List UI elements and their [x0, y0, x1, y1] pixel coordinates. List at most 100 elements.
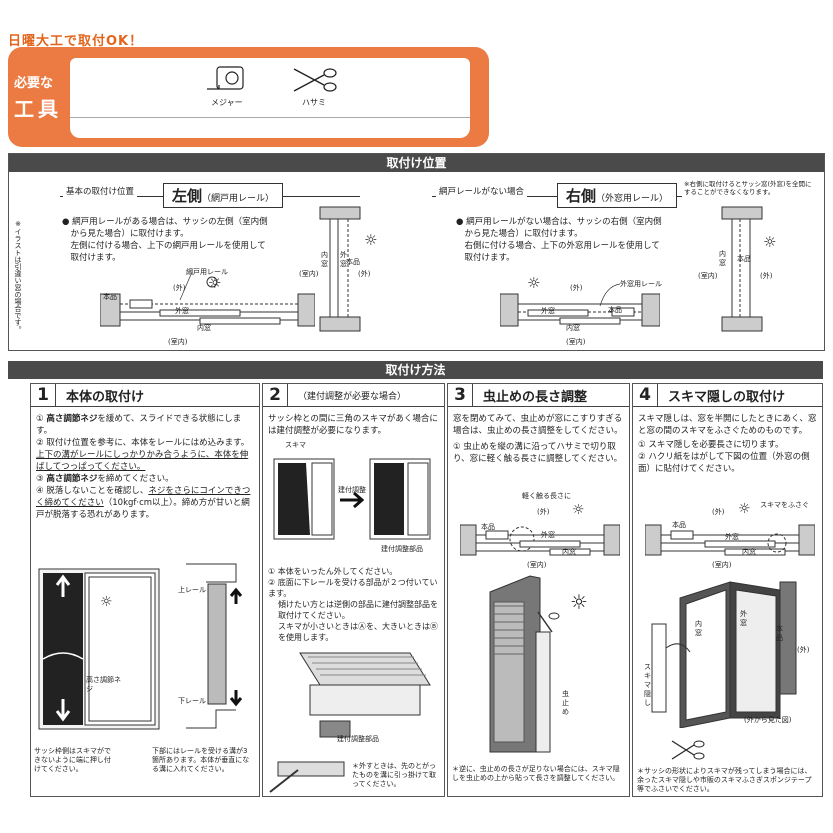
tools-label: 必要な	[14, 76, 54, 91]
step-item: ③ 高さ調節ネジを締めてください。	[36, 473, 254, 485]
item-text: （10kgf·cm以上）。締め方が甘いと網戸が脱落する恐れがあります。	[36, 498, 250, 520]
step3-note: ＊逆に、虫止めの長さが足りない場合には、スキマ隠しを虫止めの上から貼って長さを調…	[452, 765, 620, 782]
step1-window-illustration	[37, 567, 162, 741]
step-title: 虫止めの長さ調整	[483, 389, 588, 405]
step-2: 2 （建付調整が必要な場合） サッシ枠との間に三角のスキマがあく場合には建付調整…	[262, 383, 445, 797]
room-label: (室内)	[698, 272, 718, 280]
right-note: ※右側に取付けるとサッシ窓(外窓)を全開にすることができなくなります。	[684, 180, 812, 196]
right-side-view	[720, 205, 765, 339]
step-4: 4 スキマ隠しの取付け スキマ隠しは、窓を半開にしたときにあく、窓と窓の間のスキ…	[632, 383, 823, 797]
banner-title: 日曜大工で取付OK！	[8, 34, 144, 49]
side-note: ※イラストは引違い窓の場合です。	[14, 220, 22, 333]
part2-label: 建付調整部品	[337, 735, 379, 743]
sun-icon: ☼	[208, 274, 222, 292]
scissors-icon	[290, 63, 340, 101]
text-line: 取付けます。	[456, 253, 515, 263]
item-bold: 高さ調節ネジ	[46, 414, 98, 424]
sun-icon: ☼	[738, 501, 751, 517]
room-label: (室内)	[299, 270, 319, 278]
step4-plan-diagram	[644, 505, 816, 571]
tools-inner-panel	[70, 58, 470, 138]
item-text: を緩めて、スライドできる状態にします。	[36, 414, 242, 436]
tools-label-big: 工具	[14, 97, 62, 121]
part-label: 建付調整部品	[381, 545, 423, 553]
inner-label: 内窓	[742, 548, 756, 556]
step-header: 1 本体の取付け	[31, 384, 259, 407]
step-item: ① 虫止めを縦の溝に沿ってハサミで切り取り、窓に軽く触る長さに調整してください。	[453, 442, 623, 464]
screw-label: 高さ調節ネジ	[86, 676, 121, 693]
out-label: (外)	[760, 272, 773, 280]
outer-label: 外窓	[541, 307, 555, 315]
step2-gap-illustration	[272, 455, 437, 559]
step-item: 傾けたい方とは逆側の部品に建付調整部品を取付けてください。	[278, 600, 438, 620]
outer-label: 外窓	[725, 533, 739, 541]
step-3: 3 虫止めの長さ調整 窓を閉めてみて、虫止めが窓にこすりすぎる場合は、虫止めの長…	[447, 383, 630, 797]
item-mark: ①	[36, 414, 44, 424]
step2-tool-illustration	[268, 758, 348, 800]
step-item: ① スキマ隠しを必要長さに切ります。	[638, 440, 784, 450]
side-label: 左側（網戸用レール）	[163, 183, 284, 208]
out-label: (外)	[358, 270, 371, 278]
step2-items: ① 本体をいったん外してください。 ② 底面に下レールを受ける部品が２つ付いてい…	[268, 566, 442, 643]
tool-label: ハサミ	[302, 98, 326, 107]
text-line: ● 網戸用レールがない場合は、サッシの右側（室内側	[456, 217, 662, 227]
outer-label: 外窓	[740, 610, 747, 627]
step-1: 1 本体の取付け ① 高さ調節ネジを緩めて、スライドできる状態にします。 ② 取…	[30, 383, 260, 797]
main-label: 本品	[672, 521, 686, 529]
step-number: 4	[633, 384, 658, 406]
caption: 基本の取付け位置	[63, 186, 138, 198]
sun-icon: ☼	[572, 502, 585, 518]
step-title: スキマ隠しの取付け	[668, 389, 786, 405]
step-number: 1	[31, 384, 56, 406]
step4-window-illustration	[650, 578, 820, 732]
out-label: (外)	[712, 508, 725, 516]
side-label-main: 右側	[566, 187, 597, 205]
room-label: (室内)	[712, 561, 732, 569]
step2-part-illustration	[290, 645, 440, 749]
step-text: ① 高さ調節ネジを緩めて、スライドできる状態にします。 ② 取付け位置を参考に、…	[31, 407, 259, 521]
sun-icon: ☼	[364, 231, 378, 249]
item-mark: ②	[36, 438, 44, 448]
main-label: 本品	[103, 293, 117, 301]
step-intro: サッシ枠との間に三角のスキマがあく場合には建付調整が必要になります。	[268, 414, 438, 436]
item-mark: ④	[36, 486, 44, 496]
step-title: 本体の取付け	[66, 389, 145, 405]
method-header-wrap: 取付け方法	[8, 361, 823, 379]
right-rail-diagram	[499, 264, 661, 353]
text-line: 取付けます。	[62, 253, 121, 263]
outside-view-label: (外から見た図)	[744, 716, 792, 724]
gapcover-label: スキマ隠し	[644, 663, 651, 707]
main-label: 本品	[776, 625, 783, 642]
tool-label: メジャー	[211, 98, 243, 107]
step3-stopper-illustration	[480, 572, 590, 761]
inner-label: 内窓	[566, 324, 580, 332]
left-side-view	[318, 205, 363, 339]
room-label: (室内)	[168, 338, 188, 346]
side-label-sub: （外窓用レール）	[596, 194, 669, 204]
main-label: 本品	[346, 258, 360, 266]
caption: 網戸レールがない場合	[436, 186, 528, 198]
step1-note-right: 下部にはレールを受ける溝が3箇所あります。本体が垂直になる溝に入れてください。	[152, 747, 250, 773]
text-line: ● 網戸用レールがある場合は、サッシの左側（室内側	[62, 217, 268, 227]
step2-note: ＊外すときは、先のとがったものを溝に引っ掛けて取ってください。	[352, 762, 436, 788]
sun-icon: ☼	[527, 274, 541, 292]
adjust-label: 建付調整	[338, 486, 366, 494]
text-line: 左側に付ける場合、上下の網戸用レールを使用して	[62, 241, 266, 251]
step-item: ② 取付け位置を参考に、本体をレールにはめ込みます。上下の溝がレールにしっかりか…	[36, 437, 254, 473]
touch-label: 軽く触る長さに	[522, 492, 571, 500]
item-text: を締めてください。	[97, 474, 174, 484]
right-text: ● 網戸用レールがない場合は、サッシの右側（室内側 から見た場合）に取付けます。…	[456, 216, 716, 264]
out-label: (外)	[797, 646, 810, 654]
step-item: ② ハクリ紙をはがして下図の位置（外窓の側面）に貼付けてください。	[638, 452, 810, 474]
outer-label: 外窓	[541, 531, 555, 539]
step-item: ① 高さ調節ネジを緩めて、スライドできる状態にします。	[36, 413, 254, 437]
inner-label: 内窓	[562, 548, 576, 556]
step-header: 4 スキマ隠しの取付け	[633, 384, 822, 407]
out-label: (外)	[173, 284, 186, 292]
position-section: 取付け位置	[8, 153, 825, 351]
sun-icon: ☼	[100, 594, 113, 610]
side-label-sub: （網戸用レール）	[202, 194, 275, 204]
step-item: ① 本体をいったん外してください。	[268, 567, 398, 576]
step-intro: スキマ隠しは、窓を半開にしたときにあく、窓と窓の間のスキマをふさぐためのものです…	[638, 414, 817, 436]
left-rail-diagram	[99, 264, 316, 353]
